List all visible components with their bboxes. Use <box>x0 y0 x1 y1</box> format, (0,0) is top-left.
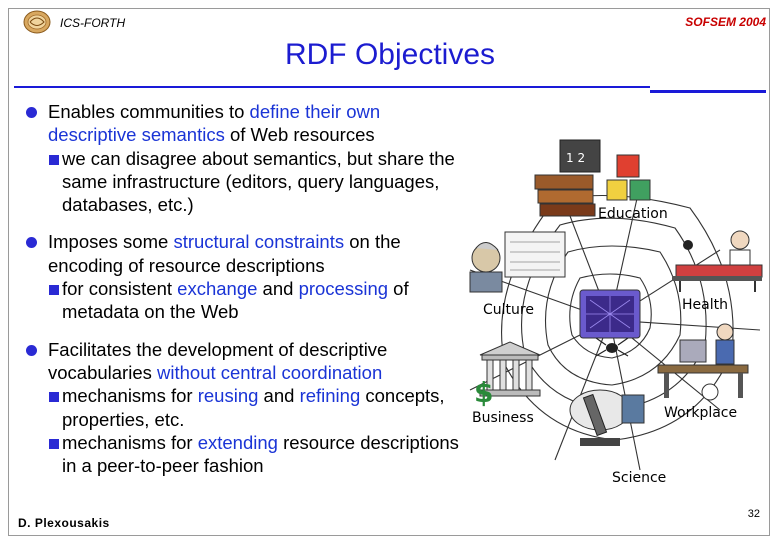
web-label-workplace: Workplace <box>664 405 738 421</box>
bullet-highlight: structural constraints <box>173 231 345 253</box>
slide-frame <box>8 8 770 536</box>
org-label: ICS-FORTH <box>60 16 126 30</box>
author-label: D. Plexousakis <box>18 516 110 530</box>
spider-web-illustration: 1 2 <box>469 139 763 471</box>
sub-bullet-square-icon <box>49 154 59 165</box>
sub-bullet-highlight: extending <box>197 431 278 453</box>
sub-bullet-highlight: exchange <box>177 278 258 300</box>
science-icon <box>569 389 645 446</box>
ics-forth-logo <box>23 10 51 34</box>
bullet-text: on the encoding of resource descriptions <box>48 231 401 276</box>
sub-bullet-item: for consistent exchange and processing o… <box>20 277 472 324</box>
business-icon: $ <box>474 341 541 409</box>
sub-bullet-text: mechanisms for <box>62 385 198 407</box>
education-icon: 1 2 <box>534 139 651 217</box>
bullet-item: Facilitates the development of descripti… <box>20 338 472 478</box>
bullet-text: Imposes some <box>48 231 174 253</box>
sub-bullet-square-icon <box>49 438 59 449</box>
sub-bullet-item: we can disagree about semantics, but sha… <box>20 147 472 217</box>
bullet-text: Enables communities to <box>48 101 250 122</box>
web-label-health: Health <box>682 297 728 313</box>
sub-bullet-text: of metadata on the Web <box>62 278 409 323</box>
sub-bullet-highlight: reusing <box>197 385 259 407</box>
web-label-culture: Culture <box>483 302 534 318</box>
sub-bullet-text: we can disagree about semantics, but sha… <box>62 147 455 216</box>
bullet-dot-icon <box>26 344 37 356</box>
slide-title: RDF Objectives <box>284 38 496 71</box>
web-label-business: Business <box>472 410 534 426</box>
sub-bullet-highlight: refining <box>299 385 361 407</box>
title-rule-accent <box>650 90 766 93</box>
workplace-icon <box>657 323 749 401</box>
conference-label: SOFSEM 2004 <box>685 15 766 29</box>
sub-bullet-text: and <box>257 278 299 300</box>
bullet-list: Enables communities to define their own … <box>20 100 472 491</box>
web-label-science: Science <box>612 470 667 486</box>
sub-bullet-square-icon <box>49 392 59 403</box>
sub-bullet-text: resource descriptions in a peer-to-peer … <box>62 431 459 477</box>
spider-icon <box>595 337 629 357</box>
page-number: 32 <box>747 508 760 520</box>
culture-icon <box>469 231 566 293</box>
svg-text:$: $ <box>474 376 493 409</box>
sub-bullet-text: mechanisms for <box>62 431 198 453</box>
title-rule <box>14 86 650 88</box>
bullet-highlight: without central coordination <box>157 361 383 383</box>
web-label-education: Education <box>598 206 668 222</box>
bullet-text: of Web resources <box>224 124 375 146</box>
sub-bullet-text: concepts, properties, etc. <box>62 385 445 430</box>
bullet-item: Imposes some structural constraints on t… <box>20 230 472 323</box>
sub-bullet-item: mechanisms for reusing and refining conc… <box>20 384 472 431</box>
bullet-item: Enables communities to define their own … <box>20 100 472 216</box>
svg-text:1 2: 1 2 <box>566 151 585 165</box>
monitor-icon <box>579 289 641 339</box>
health-icon <box>672 230 763 292</box>
sub-bullet-text: and <box>258 385 300 407</box>
sub-bullet-square-icon <box>49 285 59 296</box>
sub-bullet-text: for consistent <box>62 278 178 300</box>
bullet-dot-icon <box>26 107 37 118</box>
sub-bullet-item: mechanisms for extending resource descri… <box>20 431 472 478</box>
bullet-highlight: define their own descriptive semantics <box>48 101 381 146</box>
sub-bullet-highlight: processing <box>298 278 389 300</box>
bullet-dot-icon <box>26 237 37 249</box>
bullet-text: Facilitates the development of descripti… <box>48 338 388 383</box>
